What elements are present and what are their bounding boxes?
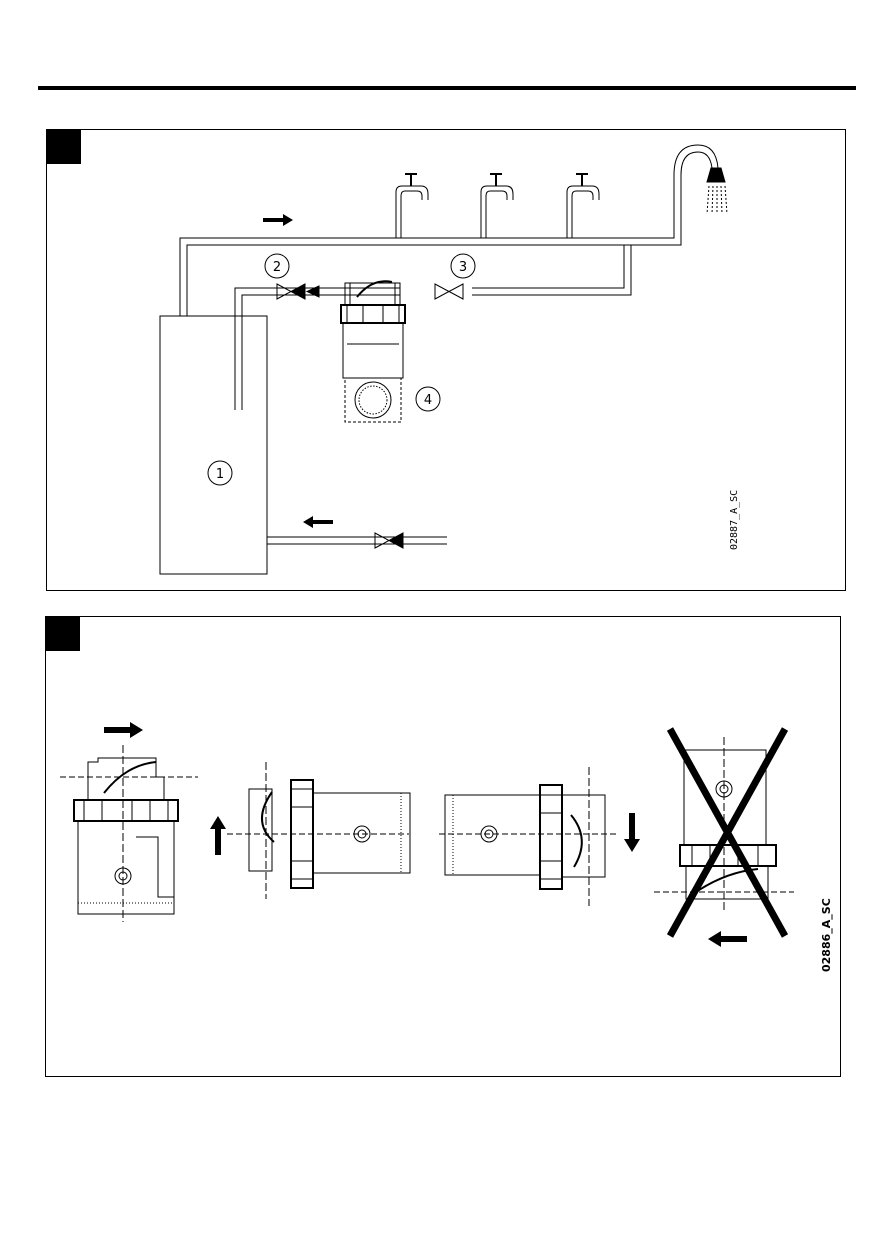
circulator-pump	[341, 281, 405, 422]
figure-code: 02886_A_SC	[820, 898, 833, 972]
installation-diagram: 1 2 3 4 02887_A_SC	[47, 130, 847, 592]
tank-return-inner	[242, 295, 400, 410]
arrow-left	[708, 931, 747, 947]
storage-tank	[160, 316, 267, 574]
arrow-up	[210, 816, 226, 855]
valve-3	[435, 284, 449, 299]
mounting-positions-panel: 02886_A_SC	[45, 616, 841, 1077]
label-valve-2: 2	[273, 260, 281, 275]
pump-upright-allowed	[60, 745, 198, 922]
flow-direction-arrows	[104, 722, 747, 947]
figure-code: 02887_A_SC	[729, 490, 740, 550]
header-rule	[38, 86, 856, 90]
mounting-positions-diagram: 02886_A_SC	[46, 617, 842, 1078]
label-valve-3: 3	[459, 260, 467, 275]
installation-diagram-panel: 1 2 3 4 02887_A_SC	[46, 129, 846, 591]
label-tank: 1	[216, 467, 224, 482]
label-pump: 4	[424, 393, 432, 408]
flow-arrow-left	[303, 516, 333, 528]
pump-horizontal-head-right	[439, 767, 617, 906]
inlet-valve	[375, 533, 389, 548]
arrow-right	[104, 722, 143, 738]
valve-2-open-half	[277, 284, 291, 299]
tank-return-outer	[235, 288, 400, 410]
return-pipe-outer	[472, 245, 624, 288]
pump-horizontal-head-left	[227, 762, 410, 899]
shower-spray	[707, 186, 727, 214]
flow-arrow-right	[263, 214, 293, 226]
arrow-down	[624, 813, 640, 852]
